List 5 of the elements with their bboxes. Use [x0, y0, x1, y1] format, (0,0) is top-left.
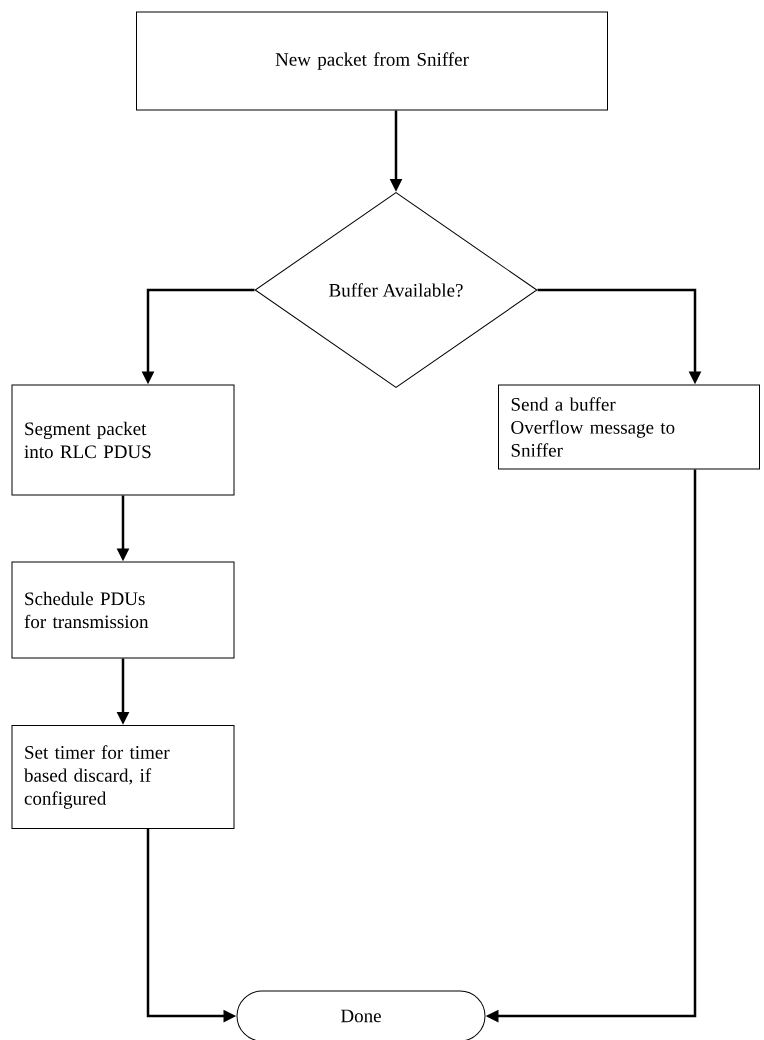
process-box: Segment packet into RLC PDUS — [11, 384, 235, 496]
process-box: Schedule PDUs for transmission — [11, 561, 235, 659]
process-box: New packet from Sniffer — [136, 11, 608, 111]
process-box: Set timer for timer based discard, if configured — [11, 725, 235, 829]
process-box: Send a buffer Overflow message to Sniffer — [498, 384, 760, 470]
